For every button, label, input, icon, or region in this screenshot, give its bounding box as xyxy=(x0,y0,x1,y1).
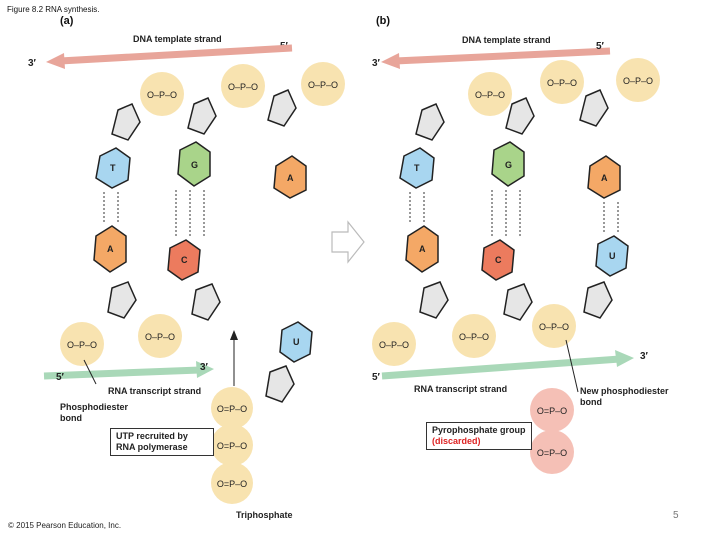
base-letter-guanine: G xyxy=(191,160,199,170)
panel-b-rna-three-prime: 3′ xyxy=(640,351,648,362)
base-letter-adenine: A xyxy=(419,244,426,254)
sugar-ring xyxy=(107,281,137,319)
svg-text:O–P–O: O–P–O xyxy=(228,82,258,92)
figure-title: Figure 8.2 RNA synthesis. xyxy=(7,5,100,14)
page-number: 5 xyxy=(673,510,679,521)
svg-text:O=P–O: O=P–O xyxy=(537,406,567,416)
pyrophosphate-callout: Pyrophosphate group (discarded) xyxy=(426,422,532,450)
base-letter-thymine: T xyxy=(110,163,116,173)
triphosphate-group: O=P–O O=P–O O=P–O xyxy=(211,387,253,504)
phosphate-group: O–P–O xyxy=(138,314,182,358)
guanine-base xyxy=(491,141,525,187)
pyrophosphate-label: Pyrophosphate group xyxy=(432,425,526,435)
phosphate-group: O–P–O xyxy=(452,314,496,358)
panel-b-dna-arrow xyxy=(381,47,611,69)
discarded-label: (discarded) xyxy=(432,436,481,446)
base-letter-cytosine: C xyxy=(181,255,188,265)
base-letter-thymine: T xyxy=(414,163,420,173)
svg-text:O–P–O: O–P–O xyxy=(379,340,409,350)
sugar-ring xyxy=(503,283,533,321)
base-letter-adenine: A xyxy=(287,173,294,183)
adenine-base xyxy=(273,155,307,199)
sugar-ring xyxy=(191,283,221,321)
phosphate-group: O–P–O xyxy=(60,322,104,366)
panel-a-rna-arrow xyxy=(43,361,214,380)
panel-a-label: (a) xyxy=(60,15,74,27)
base-letter-uracil: U xyxy=(293,337,300,347)
svg-text:O=P–O: O=P–O xyxy=(217,404,247,414)
sugar-ring xyxy=(267,89,297,127)
phosphate-group: O–P–O xyxy=(140,72,184,116)
svg-text:O–P–O: O–P–O xyxy=(623,76,653,86)
phosphate-group: O–P–O xyxy=(221,64,265,108)
svg-text:O=P–O: O=P–O xyxy=(537,448,567,458)
phosphate-group: O–P–O xyxy=(301,62,345,106)
utp-callout: UTP recruited by RNA polymerase xyxy=(110,428,214,456)
sugar-ring xyxy=(505,97,535,135)
cytosine-base xyxy=(481,239,515,281)
sugar-ring xyxy=(583,281,613,319)
pyrophosphate-group: O=P–O O=P–O xyxy=(530,388,574,474)
panel-b-dna-five-prime: 5′ xyxy=(596,41,604,52)
adenine-base xyxy=(587,155,621,199)
base-letter-adenine: A xyxy=(107,244,114,254)
new-phosphodiester-bond-label: New phosphodiester bond xyxy=(580,386,669,407)
svg-text:O–P–O: O–P–O xyxy=(547,78,577,88)
svg-text:O–P–O: O–P–O xyxy=(145,332,175,342)
base-letter-guanine: G xyxy=(505,160,513,170)
thymine-base xyxy=(399,147,435,189)
svg-text:O–P–O: O–P–O xyxy=(539,322,569,332)
sugar-ring xyxy=(265,365,295,403)
panel-a-rna-three-prime: 3′ xyxy=(200,362,208,373)
sugar-ring xyxy=(579,89,609,127)
phosphate-group: O–P–O xyxy=(372,322,416,366)
panel-a-dna-three-prime: 3′ xyxy=(28,58,36,69)
base-letter-cytosine: C xyxy=(495,255,502,265)
phosphate-group: O–P–O xyxy=(540,60,584,104)
svg-text:O–P–O: O–P–O xyxy=(308,80,338,90)
svg-text:O=P–O: O=P–O xyxy=(217,479,247,489)
sugar-ring xyxy=(415,103,445,141)
sugar-ring xyxy=(187,97,217,135)
sugar-ring xyxy=(419,281,449,319)
adenine-base xyxy=(93,225,127,273)
copyright: © 2015 Pearson Education, Inc. xyxy=(8,521,122,530)
svg-text:O=P–O: O=P–O xyxy=(217,441,247,451)
panel-b-dna-three-prime: 3′ xyxy=(372,58,380,69)
triphosphate-label: Triphosphate xyxy=(236,510,293,520)
phosphate-group: O–P–O xyxy=(616,58,660,102)
adenine-base xyxy=(405,225,439,273)
cytosine-base xyxy=(167,239,201,281)
base-letter-uracil: U xyxy=(609,251,616,261)
panel-b-dna-strand-label: DNA template strand xyxy=(462,35,551,45)
panel-a-dna-strand-label: DNA template strand xyxy=(133,34,222,44)
panel-a-rna-five-prime: 5′ xyxy=(56,372,64,383)
panel-b-rna-arrow xyxy=(381,350,634,380)
phosphate-group: O–P–O xyxy=(468,72,512,116)
panel-a-rna-strand-label: RNA transcript strand xyxy=(108,386,202,396)
svg-text:O–P–O: O–P–O xyxy=(67,340,97,350)
panel-b-label: (b) xyxy=(376,15,391,27)
sugar-ring xyxy=(111,103,141,141)
svg-text:O–P–O: O–P–O xyxy=(459,332,489,342)
panel-b-rna-five-prime: 5′ xyxy=(372,372,380,383)
thymine-base xyxy=(95,147,131,189)
uracil-base xyxy=(279,321,313,363)
transition-arrow xyxy=(331,220,365,264)
guanine-base xyxy=(177,141,211,187)
svg-text:O–P–O: O–P–O xyxy=(147,90,177,100)
panel-a-dna-arrow xyxy=(46,44,293,69)
svg-text:O–P–O: O–P–O xyxy=(475,90,505,100)
phosphodiester-bond-label: Phosphodiester bond xyxy=(60,402,129,423)
uracil-base xyxy=(595,235,629,277)
phosphate-group: O–P–O xyxy=(532,304,576,348)
base-letter-adenine: A xyxy=(601,173,608,183)
panel-b-rna-strand-label: RNA transcript strand xyxy=(414,384,508,394)
